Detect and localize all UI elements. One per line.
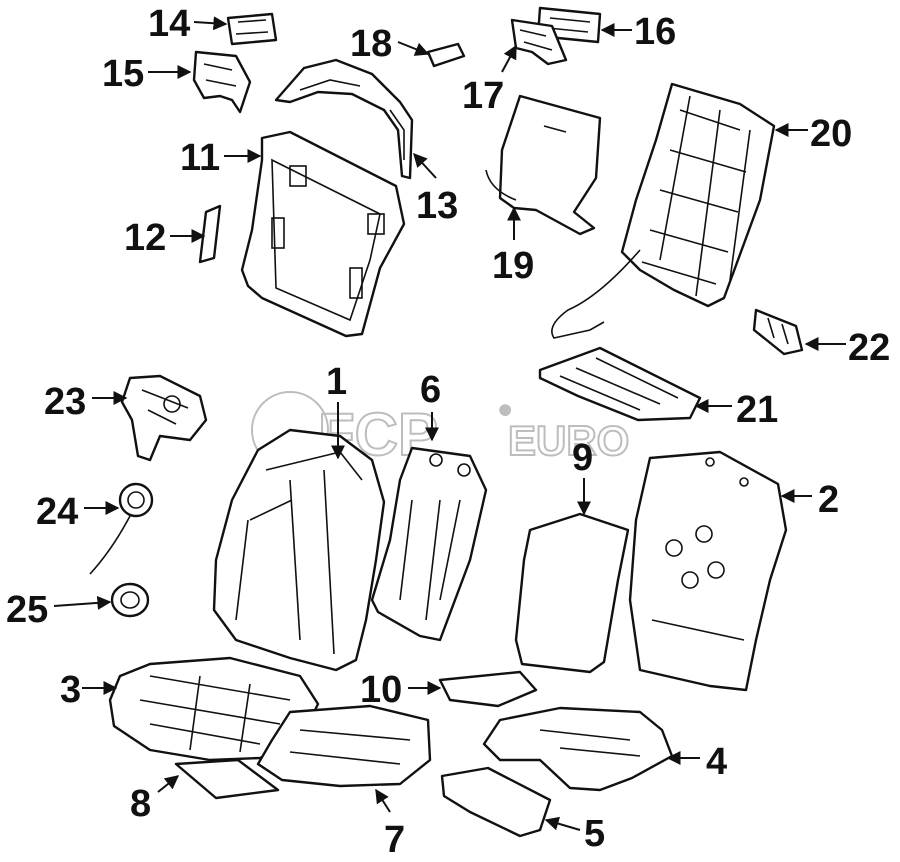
leader-18 xyxy=(397,41,430,56)
part-6-backrest-pad xyxy=(370,446,488,642)
part-7-seat-foam xyxy=(256,704,432,788)
callout-4: 4 xyxy=(706,741,727,783)
watermark-suffix: EURO xyxy=(508,417,629,464)
leader-25 xyxy=(53,595,112,610)
callout-17: 17 xyxy=(462,75,504,117)
callout-5: 5 xyxy=(584,813,605,855)
part-19-lumbar-pad xyxy=(485,94,602,236)
callout-15: 15 xyxy=(102,53,144,95)
callout-10: 10 xyxy=(360,669,402,711)
part-18-clip xyxy=(426,42,466,68)
callout-8: 8 xyxy=(130,783,151,825)
watermark-registered-mark: ® xyxy=(500,402,511,418)
callout-2: 2 xyxy=(818,479,839,521)
part-10-seat-insert xyxy=(438,670,538,708)
callout-24: 24 xyxy=(36,491,78,533)
leader-8 xyxy=(157,775,180,793)
callout-3: 3 xyxy=(60,669,81,711)
callout-25: 25 xyxy=(6,589,48,631)
leader-7 xyxy=(375,788,391,813)
callout-6: 6 xyxy=(420,369,441,411)
part-20-heater-mat xyxy=(551,82,776,339)
part-14-trim-clip xyxy=(226,12,278,46)
part-11-backrest-frame xyxy=(240,130,406,338)
part-9-back-panel xyxy=(514,512,630,674)
part-24-knob xyxy=(89,482,154,575)
part-5-front-trim xyxy=(440,766,552,838)
callout-1: 1 xyxy=(326,361,347,403)
part-4-seat-pan xyxy=(482,706,674,792)
callout-22: 22 xyxy=(848,327,890,369)
part-15-hinge-bracket xyxy=(192,50,252,114)
part-12-bracket xyxy=(198,204,222,264)
callout-14: 14 xyxy=(148,3,190,45)
callout-20: 20 xyxy=(810,113,852,155)
leader-5 xyxy=(544,816,581,831)
leader-14 xyxy=(193,16,228,31)
callout-11: 11 xyxy=(180,137,220,179)
callout-23: 23 xyxy=(44,381,86,423)
part-22-connector xyxy=(752,308,804,356)
callout-labels: 14 15 18 16 17 13 11 12 19 20 22 21 23 2… xyxy=(6,3,890,861)
part-23-motor xyxy=(120,374,208,462)
callout-16: 16 xyxy=(634,11,676,53)
part-8-pad xyxy=(174,758,280,800)
callout-21: 21 xyxy=(736,389,778,431)
part-2-backrest-shell xyxy=(628,450,788,692)
callout-18: 18 xyxy=(350,23,392,65)
callout-9: 9 xyxy=(572,437,593,479)
callout-19: 19 xyxy=(492,245,534,287)
part-13-upper-frame xyxy=(274,58,414,180)
leader-17 xyxy=(501,44,517,73)
callout-13: 13 xyxy=(416,185,458,227)
callout-12: 12 xyxy=(124,217,166,259)
part-25-button xyxy=(110,582,150,618)
leader-13 xyxy=(413,152,437,179)
part-21-seat-heater-mat xyxy=(538,346,702,422)
callout-7: 7 xyxy=(384,819,405,861)
part-1-backrest-cover xyxy=(212,428,386,672)
leader-lines xyxy=(53,16,846,831)
